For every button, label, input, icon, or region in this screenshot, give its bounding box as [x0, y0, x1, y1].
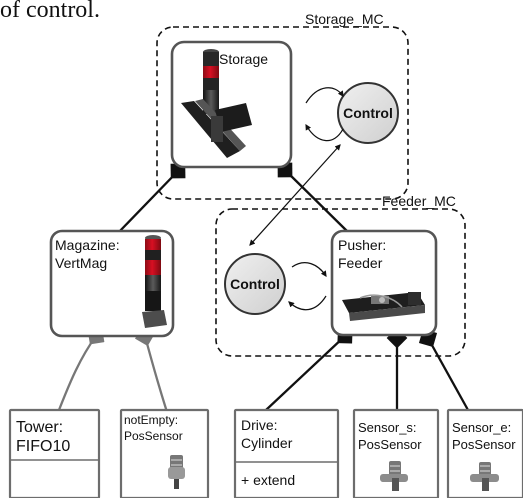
pusher-label-line2: Feeder [338, 255, 383, 271]
top-caption-fragment: of control. [0, 0, 100, 23]
tower-label-line2: FIFO10 [16, 438, 70, 455]
sensor-e-to-pusher-link [418, 328, 470, 411]
feeder-module-boundary [215, 208, 466, 357]
storage-to-pusher-link [277, 162, 351, 235]
control-to-pusher-link [249, 144, 341, 246]
storage-control-label: Control [343, 105, 393, 121]
pusher-label-line1: Pusher: [338, 237, 386, 253]
position-sensor-icon [380, 461, 408, 491]
notempty-label-line1: notEmpty: [124, 413, 178, 427]
notempty-leaf-component: notEmpty: PosSensor [119, 408, 210, 498]
feeder-control-loop-bottom [288, 295, 327, 311]
storage-control-loop-top [305, 87, 344, 104]
pusher-rail-icon [342, 292, 425, 321]
drive-operation-label: + extend [241, 472, 295, 488]
tower-leaf-component: Tower: FIFO10 [8, 408, 101, 498]
position-sensor-icon [470, 462, 499, 491]
magazine-label-line2: VertMag [55, 255, 107, 271]
drive-leaf-component: Drive: Cylinder + extend [233, 408, 340, 498]
sensor-s-label-line1: Sensor_s: [358, 420, 417, 435]
storage-module-boundary [156, 26, 409, 200]
feeder-control-label: Control [230, 276, 280, 292]
storage-module-label: Storage_MC [305, 11, 384, 27]
storage-unit-icon [181, 49, 252, 158]
sensor-e-label-line1: Sensor_e: [452, 420, 511, 435]
storage-control-node [337, 82, 399, 144]
feeder-control-node [224, 253, 286, 315]
sensor-s-label-line2: PosSensor [358, 437, 422, 452]
position-sensor-icon [168, 455, 185, 489]
notempty-label-line2: PosSensor [124, 429, 183, 443]
drive-label-line2: Cylinder [241, 435, 293, 451]
storage-to-magazine-link [116, 163, 186, 235]
magazine-component [49, 229, 175, 338]
magazine-label-line1: Magazine: [55, 237, 120, 253]
tower-label-line1: Tower: [16, 419, 63, 436]
storage-label: Storage [219, 51, 268, 67]
feeder-control-loop-top [291, 262, 327, 277]
sensor-e-leaf-component: Sensor_e: PosSensor [446, 408, 523, 498]
tower-to-magazine-link [57, 327, 105, 411]
signal-tower-icon [142, 235, 167, 328]
sensor-e-label-line2: PosSensor [452, 437, 516, 452]
sensor-s-leaf-component: Sensor_s: PosSensor [352, 408, 440, 498]
storage-control-loop-bottom [305, 123, 344, 142]
drive-label-line1: Drive: [241, 417, 278, 433]
drive-to-pusher-link [265, 328, 353, 411]
storage-component [170, 40, 293, 169]
feeder-module-label: Feeder_MC [382, 193, 456, 209]
